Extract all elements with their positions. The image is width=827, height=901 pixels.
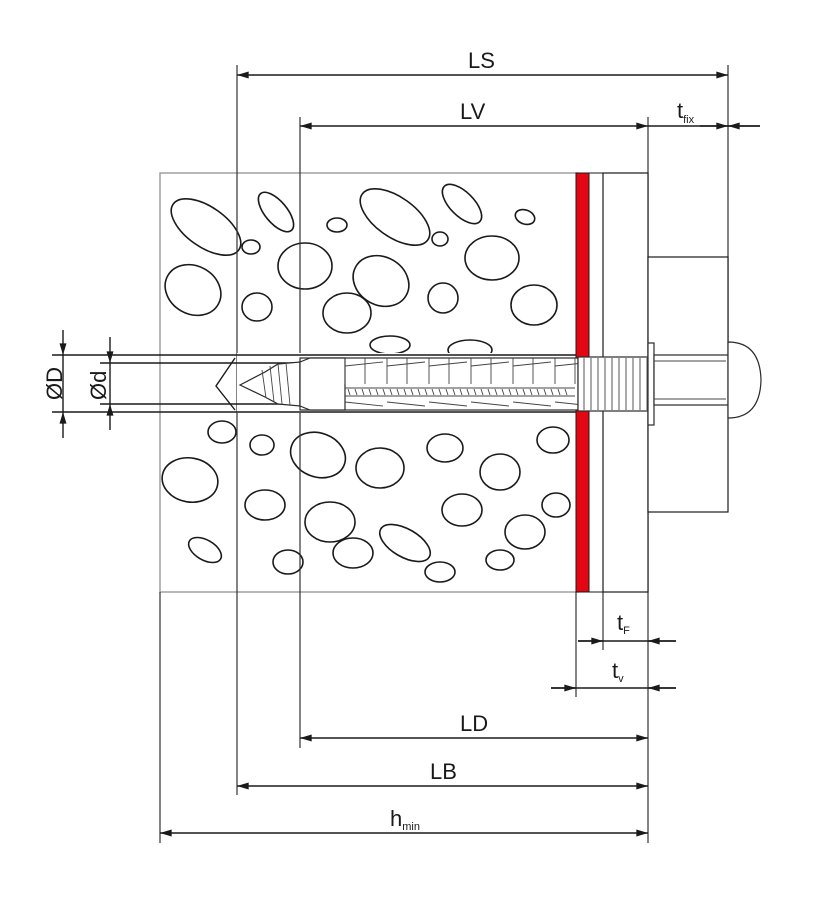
aggregate-stone [322,292,372,334]
aggregate-stone [187,536,223,564]
label-tfix: tfix [677,98,695,126]
label-Od: Ød [86,371,111,400]
aggregate-stone [504,514,546,550]
aggregate-stone [424,561,456,583]
aggregate-stone [332,537,374,569]
aggregate-stone [326,217,348,233]
aggregate-stone [514,208,536,226]
aggregate-stone [244,489,286,521]
aggregate-stone [304,501,356,543]
aggregate-stone [272,549,304,575]
aggregate-stone [170,198,242,256]
dimension-lines [59,71,760,837]
frame-anchor [238,341,762,426]
aggregate-stone [369,335,411,355]
aggregate-stone [536,426,570,454]
aggregate-stone [479,453,521,491]
aggregate-stone [441,493,483,527]
label-LD: LD [460,711,488,736]
aggregate-stone [541,492,571,518]
anchor-collar-ribbed [577,356,649,412]
aggregate-stone [427,282,459,314]
label-LV: LV [460,99,486,124]
aggregate-stone [510,284,558,326]
label-tF: tF [617,610,630,637]
label-LS: LS [468,48,495,73]
aggregate-stone [431,231,449,247]
aggregate-stone [355,447,405,489]
aggregate-stone [249,434,275,456]
label-tv: tv [612,658,624,685]
screw-head [727,341,762,419]
aggregate-stone [485,549,515,571]
anchor-flange [647,342,655,426]
aggregate-stone [289,431,347,479]
aggregate-stone [277,242,333,290]
label-hmin: hmin [390,806,420,833]
aggregate-stone [464,235,520,281]
aggregate-stone [207,420,237,444]
hole-lines [52,354,578,413]
aggregate-stone [164,263,222,317]
screw-shank [653,354,729,406]
anchor-sleeve [299,357,579,411]
label-OD: ØD [42,367,67,400]
aggregate-stone [359,188,431,246]
aggregate-stone [378,523,432,563]
label-LB: LB [430,759,457,784]
aggregate-stone [441,183,483,225]
aggregate-stone [257,191,295,233]
aggregate-stone [426,433,464,463]
aggregate-stone [161,456,219,504]
aggregate-stone [241,292,273,322]
aggregate-stone [352,254,410,308]
aggregate-stone [241,239,261,255]
aggregate-stones [161,183,571,583]
